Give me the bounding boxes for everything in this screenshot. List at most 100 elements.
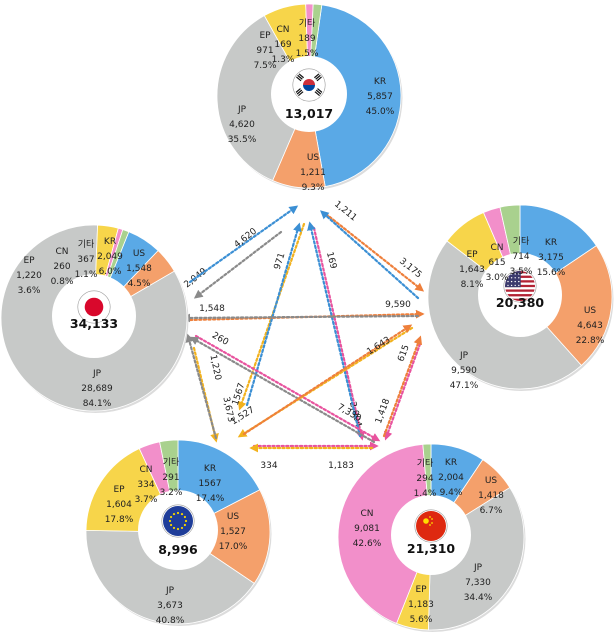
slice-us-cn-value: 615 xyxy=(488,258,505,268)
slice-jp-jp-pct: 84.1% xyxy=(83,399,112,409)
slice-us-ep-name: EP xyxy=(466,250,478,260)
slice-jp-other-name: 기타 xyxy=(78,239,95,250)
slice-ep-cn-pct: 3.7% xyxy=(135,495,158,505)
slice-kr-us-value: 1,211 xyxy=(300,168,326,178)
slice-cn-cn-value: 9,081 xyxy=(354,524,380,534)
slice-us-other-pct: 3.5% xyxy=(510,267,533,277)
slice-ep-us-name: US xyxy=(227,512,240,522)
slice-cn-ep-pct: 5.6% xyxy=(410,615,433,625)
slice-cn-other-value: 294 xyxy=(416,474,433,484)
flow-arrow-us-to-kr xyxy=(320,210,420,300)
eu-flag-icon xyxy=(161,504,195,538)
slice-ep-jp-name: JP xyxy=(165,586,175,596)
flow-arrow-jp-to-kr xyxy=(188,205,299,284)
slice-jp-kr-name: KR xyxy=(104,237,116,247)
slice-us-us-value: 4,643 xyxy=(577,321,603,331)
flow-label-ep-to-kr: 971 xyxy=(273,252,288,271)
slice-cn-kr-pct: 9.4% xyxy=(440,488,463,498)
pie-slice-ep-jp xyxy=(85,530,255,625)
flow-arrow-ep-to-us xyxy=(242,324,413,436)
slice-jp-cn-pct: 0.8% xyxy=(51,277,74,287)
pie-ep: 8,996KR156717.4%US1,52717.0%JP3,67340.8%… xyxy=(85,439,272,626)
slice-kr-other-pct: 1.5% xyxy=(296,49,319,59)
pie-total-jp: 34,133 xyxy=(70,316,118,331)
slice-jp-ep-name: EP xyxy=(23,256,35,266)
slice-ep-other-name: 기타 xyxy=(163,457,180,468)
flow-label-cn-to-ep: 334 xyxy=(260,461,277,471)
slice-ep-cn-value: 334 xyxy=(137,480,154,490)
flow-arrow-kr-to-cn xyxy=(312,226,365,441)
slice-us-ep-value: 1,643 xyxy=(459,265,485,275)
pie-total-cn: 21,310 xyxy=(407,541,456,556)
slice-us-jp-value: 9,590 xyxy=(451,366,477,376)
slice-ep-ep-value: 1,604 xyxy=(106,500,132,510)
pie-slice-kr-jp xyxy=(216,15,310,182)
slice-us-other-name: 기타 xyxy=(513,236,530,247)
flow-label-cn-to-kr: 169 xyxy=(324,251,338,270)
japan-flag-icon xyxy=(77,290,111,324)
slice-kr-us-name: US xyxy=(307,153,320,163)
slice-us-ep-pct: 8.1% xyxy=(461,280,484,290)
slice-us-jp-name: JP xyxy=(459,351,469,361)
pie-cn: 21,310KR2,0049.4%US1,4186.7%JP7,33034.4%… xyxy=(337,443,526,632)
pie-slice-cn-jp xyxy=(427,487,525,631)
slice-us-us-name: US xyxy=(584,306,597,316)
flow-label-us-to-jp: 1,548 xyxy=(199,304,225,314)
flow-arrow-kr-to-us xyxy=(324,212,425,292)
slice-jp-us-value: 1,548 xyxy=(126,264,152,274)
slice-jp-ep-pct: 3.6% xyxy=(18,286,41,296)
office-pies: 13,017KR5,85745.0%US1,2119.3%JP4,62035.5… xyxy=(0,3,614,632)
slice-cn-jp-value: 7,330 xyxy=(465,578,491,588)
slice-ep-kr-name: KR xyxy=(204,464,216,474)
slice-us-kr-value: 3,175 xyxy=(538,253,564,263)
slice-kr-kr-name: KR xyxy=(374,77,386,87)
slice-us-cn-pct: 3.0% xyxy=(486,273,509,283)
slice-kr-ep-pct: 7.5% xyxy=(254,61,277,71)
slice-kr-jp-name: JP xyxy=(237,105,247,115)
slice-cn-us-name: US xyxy=(485,476,498,486)
slice-kr-us-pct: 9.3% xyxy=(302,183,325,193)
slice-kr-jp-pct: 35.5% xyxy=(228,135,257,145)
slice-cn-other-pct: 1.4% xyxy=(414,489,437,499)
flow-arrow-cn-to-us xyxy=(382,335,423,438)
slice-ep-kr-pct: 17.4% xyxy=(196,494,225,504)
china-flag-icon xyxy=(414,509,448,543)
slice-us-kr-name: KR xyxy=(545,238,557,248)
slice-cn-ep-value: 1,183 xyxy=(408,600,434,610)
slice-jp-cn-value: 260 xyxy=(53,262,70,272)
slice-kr-kr-value: 5,857 xyxy=(367,92,393,102)
slice-cn-jp-name: JP xyxy=(473,563,483,573)
pie-slice-ep-us xyxy=(177,489,271,584)
slice-ep-cn-name: CN xyxy=(139,465,152,475)
slice-kr-cn-name: CN xyxy=(276,25,289,35)
slice-cn-other-name: 기타 xyxy=(417,458,434,469)
slice-ep-jp-pct: 40.8% xyxy=(156,616,185,626)
flow-arrow-cn-to-jp xyxy=(189,336,376,444)
slice-cn-kr-value: 2,004 xyxy=(438,473,464,483)
slice-kr-cn-value: 169 xyxy=(274,40,291,50)
slice-jp-kr-value: 2,049 xyxy=(97,252,123,262)
korea-flag-icon xyxy=(292,68,326,102)
slice-cn-us-pct: 6.7% xyxy=(480,506,503,516)
flow-label-kr-to-us: 3,175 xyxy=(397,256,423,280)
slice-ep-other-value: 291 xyxy=(162,473,179,483)
flow-label-ep-to-us: 1,643 xyxy=(365,335,392,357)
flow-arrow-jp-to-cn xyxy=(194,334,381,442)
flow-label-ep-to-jp: 1,220 xyxy=(207,354,222,382)
flow-arrow-ep-to-jp xyxy=(185,333,218,440)
slice-cn-ep-name: EP xyxy=(415,585,427,595)
pie-us: 20,380KR3,17515.6%US4,64322.8%JP9,59047.… xyxy=(427,204,614,391)
slice-cn-us-value: 1,418 xyxy=(478,491,504,501)
slice-ep-ep-pct: 17.8% xyxy=(105,515,134,525)
slice-us-cn-name: CN xyxy=(490,243,503,253)
slice-us-jp-pct: 47.1% xyxy=(450,381,479,391)
pie-kr: 13,017KR5,85745.0%US1,2119.3%JP4,62035.5… xyxy=(216,3,403,193)
pie-slice-kr-kr xyxy=(308,4,402,188)
flow-arrow-us-to-jp xyxy=(181,313,420,323)
slice-cn-cn-pct: 42.6% xyxy=(353,539,382,549)
slice-cn-kr-name: KR xyxy=(445,458,457,468)
slice-kr-cn-pct: 1.3% xyxy=(272,55,295,65)
slice-kr-ep-value: 971 xyxy=(256,46,273,56)
